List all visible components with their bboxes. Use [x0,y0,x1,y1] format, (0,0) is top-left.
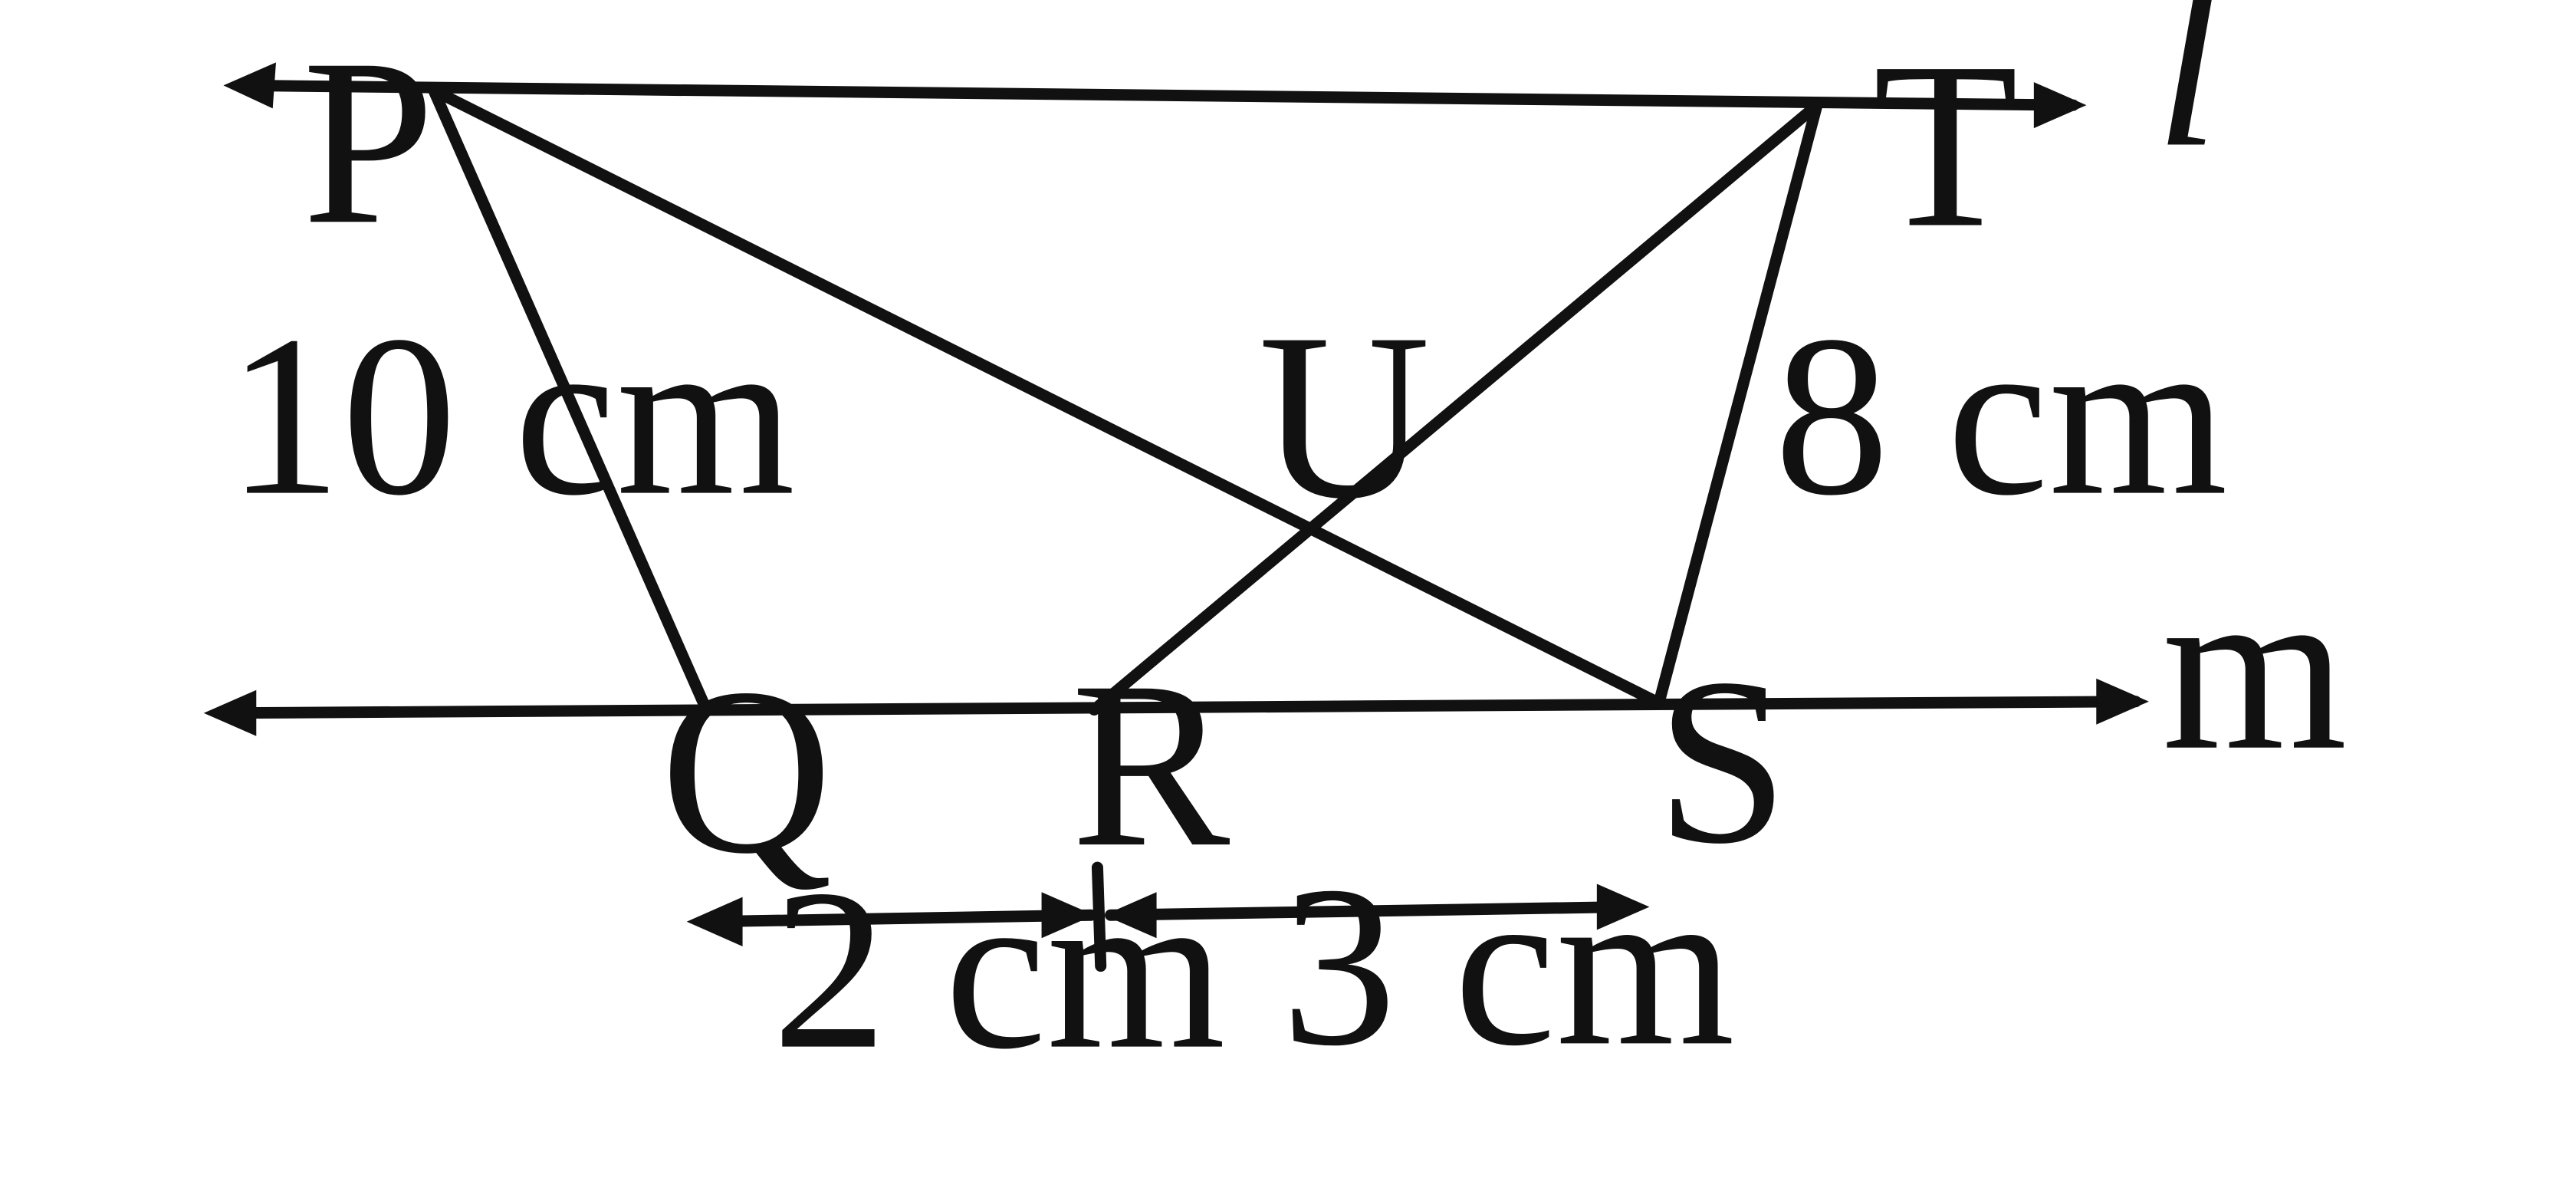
dimension-qr-left-arrow [686,897,743,946]
measurement-qr: 2 cm [772,842,1225,1097]
measurement-rs: 3 cm [1281,838,1734,1093]
line-l-segment [237,79,2079,111]
line-label-l: l [2155,0,2219,195]
dimension-qr-line [700,909,1097,928]
dimension-qr [686,892,1097,946]
line-m-left-arrow [203,689,257,736]
point-label-p: P [302,10,435,274]
dimension-rs-left-arrow [1104,892,1157,939]
dimension-rs-line [1105,901,1632,921]
line-l [223,62,2087,129]
segment-tr [1088,99,1823,716]
dimension-qr-right-arrow [1041,892,1095,939]
point-label-r: R [1071,633,1231,897]
line-label-m: m [2162,536,2348,800]
line-l-left-arrow [223,62,276,109]
segment-ps [428,84,1662,708]
measurement-st: 8 cm [1774,288,2227,543]
measurement-pq: 10 cm [227,288,795,543]
point-label-q: Q [660,640,832,903]
dimension-rs-right-arrow [1596,884,1650,930]
point-label-t: T [1873,14,2019,278]
line-m-right-arrow [2096,678,2149,725]
divider-tick [1091,861,1107,972]
line-l-right-arrow [2033,82,2087,129]
segment-ts [1653,99,1823,708]
point-label-s: S [1656,630,1789,893]
line-m [203,678,2149,736]
line-m-segment [217,696,2142,719]
segment-pq [428,84,712,716]
point-label-u: U [1258,285,1430,548]
dimension-rs [1104,884,1650,939]
